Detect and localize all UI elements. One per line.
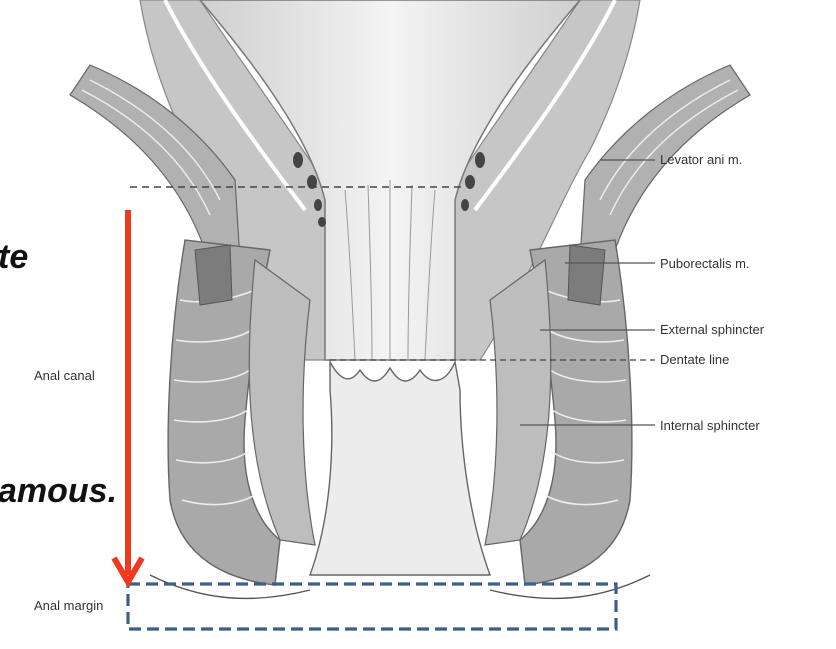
anal-margin-skin bbox=[150, 575, 650, 598]
label-anal-margin: Anal margin bbox=[34, 598, 103, 613]
anal-margin-box bbox=[128, 584, 616, 629]
label-anal-canal: Anal canal bbox=[34, 368, 95, 383]
anal-canal-lumen bbox=[310, 362, 490, 575]
label-dentate-line: Dentate line bbox=[660, 352, 729, 367]
label-puborectalis: Puborectalis m. bbox=[660, 256, 750, 271]
label-external-sphincter: External sphincter bbox=[660, 322, 764, 337]
overlay-text-fragment-2: amous. bbox=[0, 472, 117, 511]
label-internal-sphincter: Internal sphincter bbox=[660, 418, 760, 433]
anal-canal-arrow bbox=[114, 210, 142, 582]
overlay-text-fragment-1: te bbox=[0, 238, 28, 277]
label-levator-ani: Levator ani m. bbox=[660, 152, 742, 167]
